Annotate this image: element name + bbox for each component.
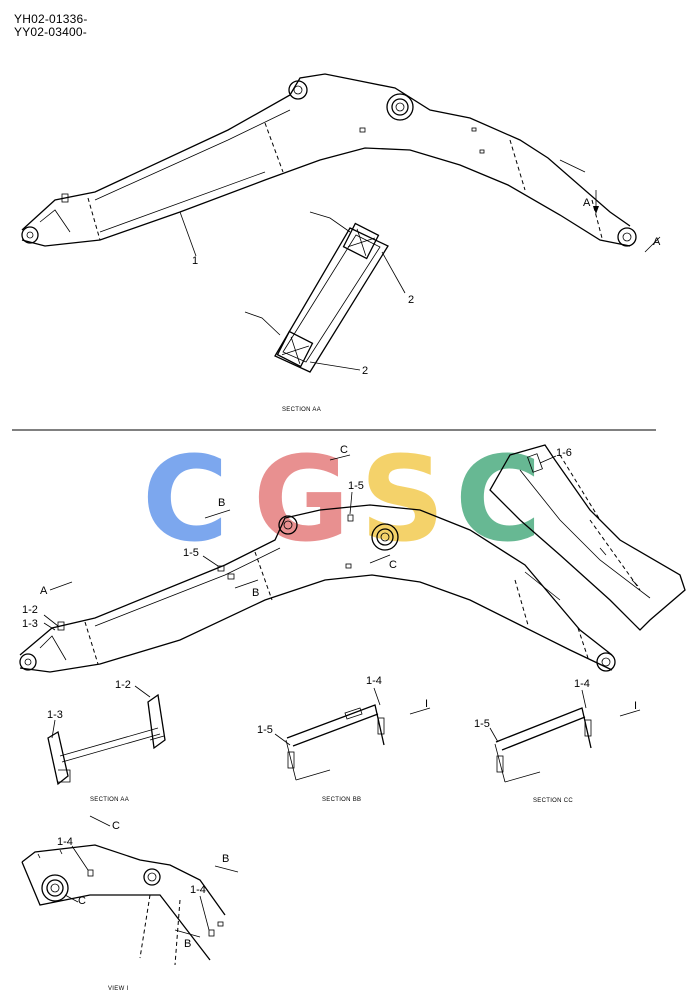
view-i-arrow-c-2-label: C [78,895,86,907]
section-arrow-c-mid [369,554,391,564]
watermark-letter-2: G [253,430,350,568]
section-aa-drawing [47,693,166,786]
section-arrow-a-1-label: A [583,197,591,209]
view-arrow-i-cc [619,709,641,717]
view-i-callout-1-4b: 1-4 [190,884,206,896]
callout-1-2: 1-2 [22,604,38,616]
view-i-arrow-b-1-label: B [222,853,229,865]
section-arrow-a-bottom-label: A [40,585,48,597]
callout-1-5b: 1-5 [348,480,364,492]
callout-1-5a: 1-5 [183,547,199,559]
part-number-header: YH02-01336- YY02-03400- [14,13,88,39]
top-section-aa-caption: SECTION AA [282,407,321,413]
view-i-callout-1-4a: 1-4 [57,836,73,848]
section-cc-callout-1-5: 1-5 [474,718,490,730]
section-arrow-a-bottom [49,581,73,591]
section-cc-caption: SECTION CC [533,798,573,804]
header-line-2: YY02-03400- [14,25,87,39]
view-i-caption: VIEW I [108,986,129,992]
view-arrow-i-cc-label: I [634,700,637,712]
section-aa-callout-1-3: 1-3 [47,709,63,721]
section-aa-caption: SECTION AA [90,797,129,803]
top-section-aa-drawing [244,211,406,373]
callout-part-2a: 2 [408,294,414,306]
arm-bracket-drawing [489,444,686,631]
callout-1-3: 1-3 [22,618,38,630]
view-arrow-i-bb-label: I [425,698,428,710]
section-arrow-a-2-label: A [653,236,661,248]
section-arrow-b-2 [234,579,259,589]
view-i-arrow-b-2 [174,929,201,938]
top-boom-drawing [21,73,637,257]
section-arrow-c-mid-label: C [389,559,397,571]
section-aa-callout-1-2: 1-2 [115,679,131,691]
view-i-arrow-c-2 [64,894,79,903]
callout-1-6: 1-6 [556,447,572,459]
section-arrow-b-1-label: B [218,497,225,509]
callout-part-2b: 2 [362,365,368,377]
bottom-boom-drawing [19,504,616,673]
section-arrow-b-2-label: B [252,587,259,599]
section-bb-callout-1-5: 1-5 [257,724,273,736]
section-arrow-b-1 [204,509,231,519]
section-arrow-c-top [329,454,351,461]
section-arrow-a-2 [644,236,661,253]
watermark-letter-3: S [360,430,445,568]
watermark-letter-1: C [142,430,229,568]
view-i-arrow-c-1-label: C [112,820,120,832]
section-cc-callout-1-4: 1-4 [574,678,590,690]
section-cc-drawing [494,707,592,783]
view-i-arrow-b-2-label: B [184,938,191,950]
callout-part-1: 1 [192,255,198,267]
view-i-arrow-b-1 [214,865,239,873]
section-bb-caption: SECTION BB [322,797,361,803]
header-line-1: YH02-01336- [14,12,88,26]
section-bb-callout-1-4: 1-4 [366,675,382,687]
section-bb-drawing [285,704,385,781]
view-arrow-i-bb [409,707,431,715]
section-arrow-c-top-label: C [340,444,348,456]
view-i-arrow-c-1 [89,815,111,827]
view-i-drawing [21,844,226,966]
